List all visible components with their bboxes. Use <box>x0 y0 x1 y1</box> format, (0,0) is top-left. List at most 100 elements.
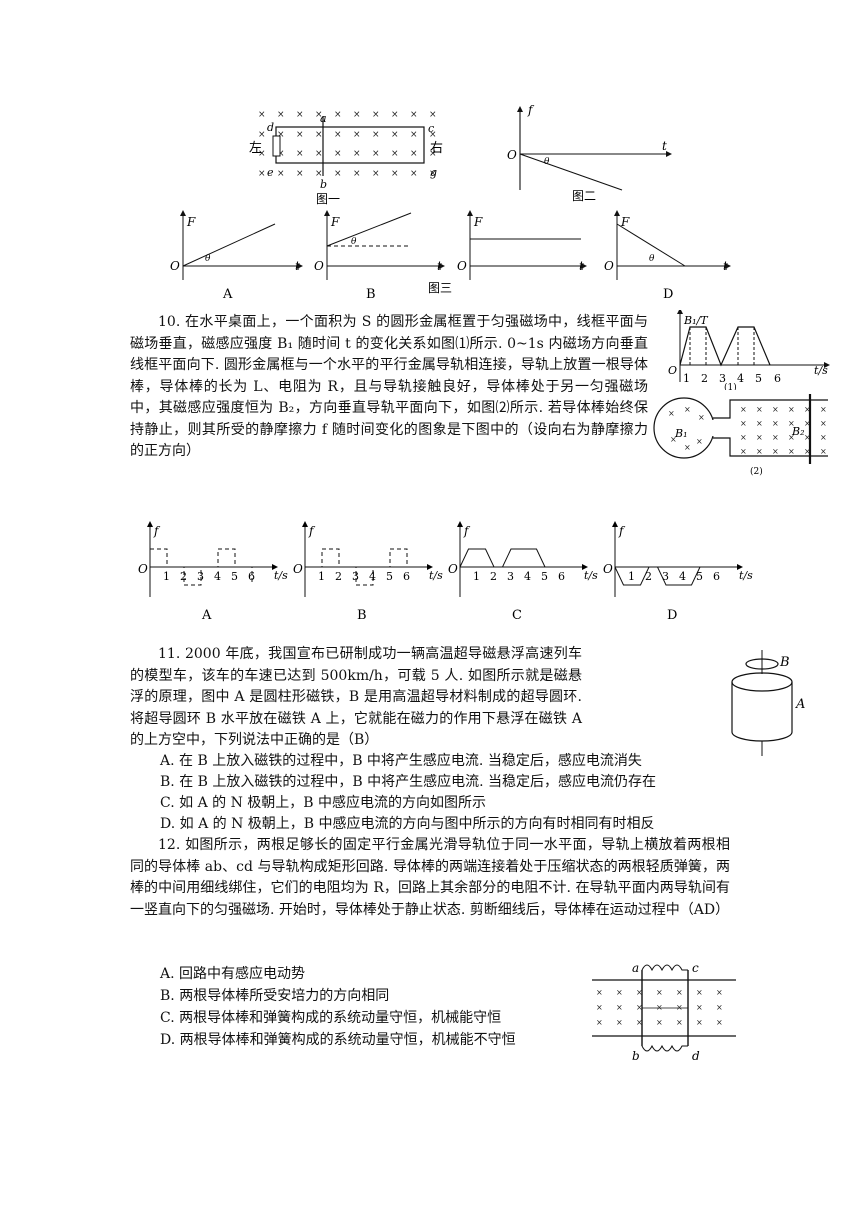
svg-text:6: 6 <box>558 570 565 583</box>
svg-text:4: 4 <box>524 570 531 583</box>
svg-text:5: 5 <box>231 570 238 583</box>
q11-option-c: C. 如 A 的 N 极朝上，B 中感应电流的方向如图所示 <box>160 795 487 811</box>
svg-text:1: 1 <box>163 570 170 583</box>
svg-text:B₁/T: B₁/T <box>683 314 709 327</box>
svg-text:×: × <box>296 110 304 120</box>
svg-text:F: F <box>620 215 630 229</box>
q11-text: 11. 2000 年底，我国宣布已研制成功一辆高温超导磁悬浮高速列车的模型车，该… <box>130 646 582 748</box>
svg-text:×: × <box>698 413 705 422</box>
svg-text:3: 3 <box>352 570 359 583</box>
svg-text:×: × <box>353 169 361 179</box>
svg-text:×: × <box>277 169 285 179</box>
q12-option-c: C. 两根导体棒和弹簧构成的系统动量守恒，机械能守恒 <box>160 1010 502 1026</box>
svg-text:B₂: B₂ <box>791 425 805 438</box>
svg-text:×: × <box>740 419 747 428</box>
svg-text:f: f <box>153 524 161 538</box>
svg-text:×: × <box>410 169 418 179</box>
svg-text:×: × <box>353 149 361 159</box>
svg-text:4: 4 <box>679 570 686 583</box>
figure-three: F t O θ A F t O θ B F t O 图三 <box>165 210 745 305</box>
svg-text:×: × <box>258 169 266 179</box>
svg-text:×: × <box>296 149 304 159</box>
svg-text:×: × <box>804 405 811 414</box>
svg-text:×: × <box>596 1003 603 1012</box>
svg-text:B₁: B₁ <box>674 427 688 440</box>
svg-text:×: × <box>804 419 811 428</box>
svg-text:×: × <box>429 130 437 140</box>
svg-text:D: D <box>667 608 677 623</box>
svg-text:6: 6 <box>774 372 781 385</box>
svg-text:f: f <box>463 524 471 538</box>
svg-text:×: × <box>740 433 747 442</box>
svg-text:×: × <box>740 405 747 414</box>
svg-text:5: 5 <box>696 570 703 583</box>
svg-text:×: × <box>820 405 827 414</box>
svg-text:×: × <box>636 1003 643 1012</box>
svg-text:O: O <box>314 259 324 273</box>
q11-figure: B A <box>731 650 805 756</box>
svg-text:×: × <box>353 110 361 120</box>
svg-text:×: × <box>756 419 763 428</box>
svg-text:×: × <box>684 405 691 414</box>
svg-text:×: × <box>410 130 418 140</box>
fig3-option-c: F t O 图三 <box>428 210 587 295</box>
svg-text:t: t <box>437 259 442 273</box>
svg-text:t/s: t/s <box>739 569 753 582</box>
svg-text:×: × <box>391 110 399 120</box>
svg-text:c: c <box>692 961 699 975</box>
fig3-label-b: B <box>366 287 376 302</box>
svg-text:6: 6 <box>403 570 410 583</box>
svg-text:×: × <box>756 433 763 442</box>
svg-text:2: 2 <box>645 570 652 583</box>
svg-text:t: t <box>662 139 667 153</box>
svg-text:b: b <box>632 1049 640 1062</box>
svg-text:5: 5 <box>386 570 393 583</box>
q12-option-b: B. 两根导体棒所受安培力的方向相同 <box>160 988 390 1004</box>
resistor <box>272 135 281 157</box>
svg-text:2: 2 <box>490 570 497 583</box>
svg-text:×: × <box>804 447 811 456</box>
svg-text:×: × <box>429 110 437 120</box>
svg-text:6: 6 <box>248 570 255 583</box>
fig3-option-d: F t O θ D <box>604 210 731 302</box>
svg-text:×: × <box>772 447 779 456</box>
svg-text:1: 1 <box>628 570 635 583</box>
svg-text:×: × <box>820 433 827 442</box>
svg-text:×: × <box>391 149 399 159</box>
svg-text:×: × <box>334 149 342 159</box>
svg-text:×: × <box>391 130 399 140</box>
svg-text:×: × <box>636 988 643 997</box>
svg-text:×: × <box>716 1003 723 1012</box>
svg-text:d: d <box>692 1049 700 1062</box>
fig3-label-d: D <box>663 287 673 302</box>
q11-option-b: B. 在 B 上放入磁铁的过程中，B 中将产生感应电流. 当稳定后，感应电流仍存… <box>160 774 657 790</box>
svg-text:4: 4 <box>369 570 376 583</box>
svg-text:×: × <box>334 130 342 140</box>
svg-text:×: × <box>684 443 691 452</box>
svg-text:×: × <box>296 130 304 140</box>
svg-text:5: 5 <box>541 570 548 583</box>
svg-text:B: B <box>779 655 790 670</box>
svg-text:O: O <box>457 259 467 273</box>
svg-text:×: × <box>696 437 703 446</box>
svg-text:×: × <box>277 110 285 120</box>
svg-text:t/s: t/s <box>814 364 828 377</box>
fig3-caption: 图三 <box>428 281 452 295</box>
svg-text:×: × <box>296 169 304 179</box>
svg-text:t: t <box>723 259 728 273</box>
svg-text:O: O <box>603 562 613 576</box>
svg-text:F: F <box>473 215 483 229</box>
svg-text:×: × <box>372 149 380 159</box>
svg-text:×: × <box>676 988 683 997</box>
svg-text:×: × <box>716 1018 723 1027</box>
q10-graph-b1: B₁/T t/s O 1 2 3 4 5 6 (1) <box>668 310 830 390</box>
svg-text:×: × <box>696 1018 703 1027</box>
svg-text:f: f <box>618 524 626 538</box>
fig3-option-a: F t O θ A <box>170 210 303 302</box>
label-b: b <box>320 178 327 191</box>
q12-text: 12. 如图所示，两根足够长的固定平行金属光滑导轨位于同一水平面，导轨上横放着两… <box>130 837 730 918</box>
svg-text:×: × <box>258 130 266 140</box>
q11-option-d: D. 如 A 的 N 极朝上，B 中感应电流的方向与图中所示的方向有时相同有时相… <box>160 816 655 832</box>
